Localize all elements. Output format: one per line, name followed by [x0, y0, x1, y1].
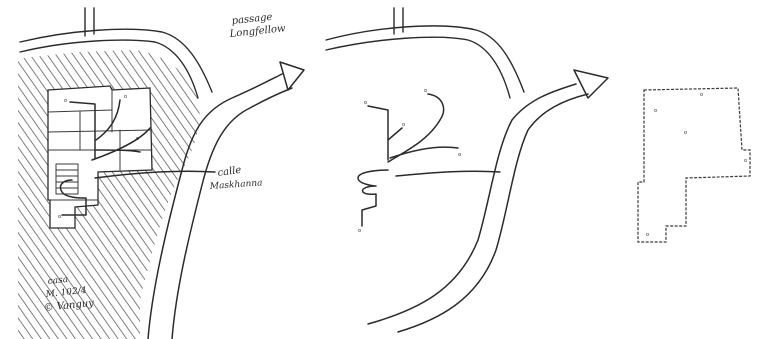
- street-label-line2: Maskhanna: [209, 178, 263, 192]
- circulation-diagram-panel: o o o o o: [318, 0, 623, 339]
- site-plan-sketch: o o o o passage Longfellow calle Maskhan…: [0, 0, 315, 339]
- river-road-2: [368, 70, 608, 332]
- svg-text:o: o: [684, 130, 687, 136]
- svg-text:o: o: [654, 108, 657, 114]
- floor-plan-outline: o o o o o: [630, 0, 757, 339]
- svg-text:o: o: [646, 232, 649, 238]
- svg-text:o: o: [744, 158, 747, 164]
- svg-text:o: o: [136, 136, 139, 142]
- passage-road-2: [326, 8, 524, 98]
- floor-plan-outline-panel: o o o o o: [630, 0, 757, 339]
- site-plan-sketch-panel: o o o o passage Longfellow calle Maskhan…: [0, 0, 315, 339]
- svg-text:o: o: [124, 94, 127, 100]
- svg-text:o: o: [458, 152, 461, 158]
- circulation-diagram: o o o o o: [318, 0, 623, 339]
- svg-text:o: o: [424, 88, 427, 94]
- signature-line1: casa: [47, 275, 68, 287]
- svg-text:o: o: [64, 98, 67, 104]
- svg-text:o: o: [58, 214, 61, 220]
- svg-text:o: o: [358, 228, 361, 234]
- svg-text:o: o: [402, 122, 405, 128]
- hatched-block: [0, 0, 315, 339]
- node-markers: o o o o o: [358, 88, 461, 234]
- plan-markers: o o o o o: [646, 92, 747, 238]
- circulation-branches: [358, 94, 500, 226]
- street-label-line1: calle: [217, 165, 242, 179]
- svg-text:o: o: [364, 100, 367, 106]
- svg-text:o: o: [700, 92, 703, 98]
